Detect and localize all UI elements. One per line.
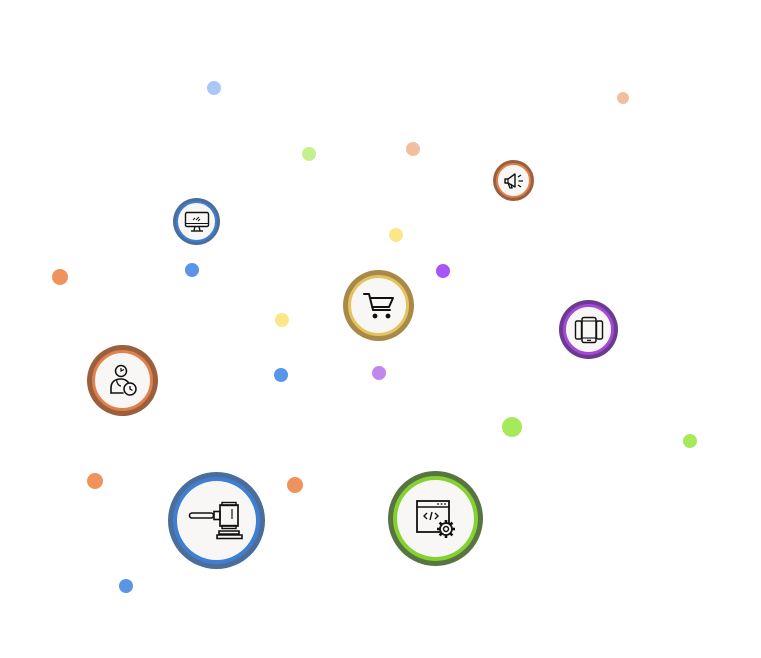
user-clock-icon [109, 364, 137, 396]
dot [52, 269, 68, 285]
dot [87, 473, 103, 489]
dot [185, 263, 199, 277]
mobile-devices-icon [574, 316, 603, 343]
dot [274, 368, 288, 382]
dot [287, 477, 303, 493]
megaphone-node [493, 160, 534, 201]
dot [119, 579, 133, 593]
gavel-node [168, 472, 265, 569]
shopping-cart-node [343, 270, 414, 341]
dot [502, 417, 522, 437]
code-window-gear-icon [415, 499, 455, 538]
user-time-node [87, 345, 158, 416]
mobile-devices-node [559, 300, 618, 359]
dot [436, 264, 450, 278]
dot [617, 92, 629, 104]
dot [372, 366, 386, 380]
dot [389, 228, 403, 242]
dot [275, 313, 289, 327]
dot [406, 142, 420, 156]
web-development-node [388, 471, 483, 566]
gavel-icon [188, 501, 243, 539]
desktop-monitor-icon [184, 211, 209, 232]
dot [207, 81, 221, 95]
dot [683, 434, 697, 448]
megaphone-icon [503, 172, 523, 189]
shopping-cart-icon [362, 292, 394, 318]
desktop-monitor-node [173, 198, 220, 245]
dot [302, 147, 316, 161]
